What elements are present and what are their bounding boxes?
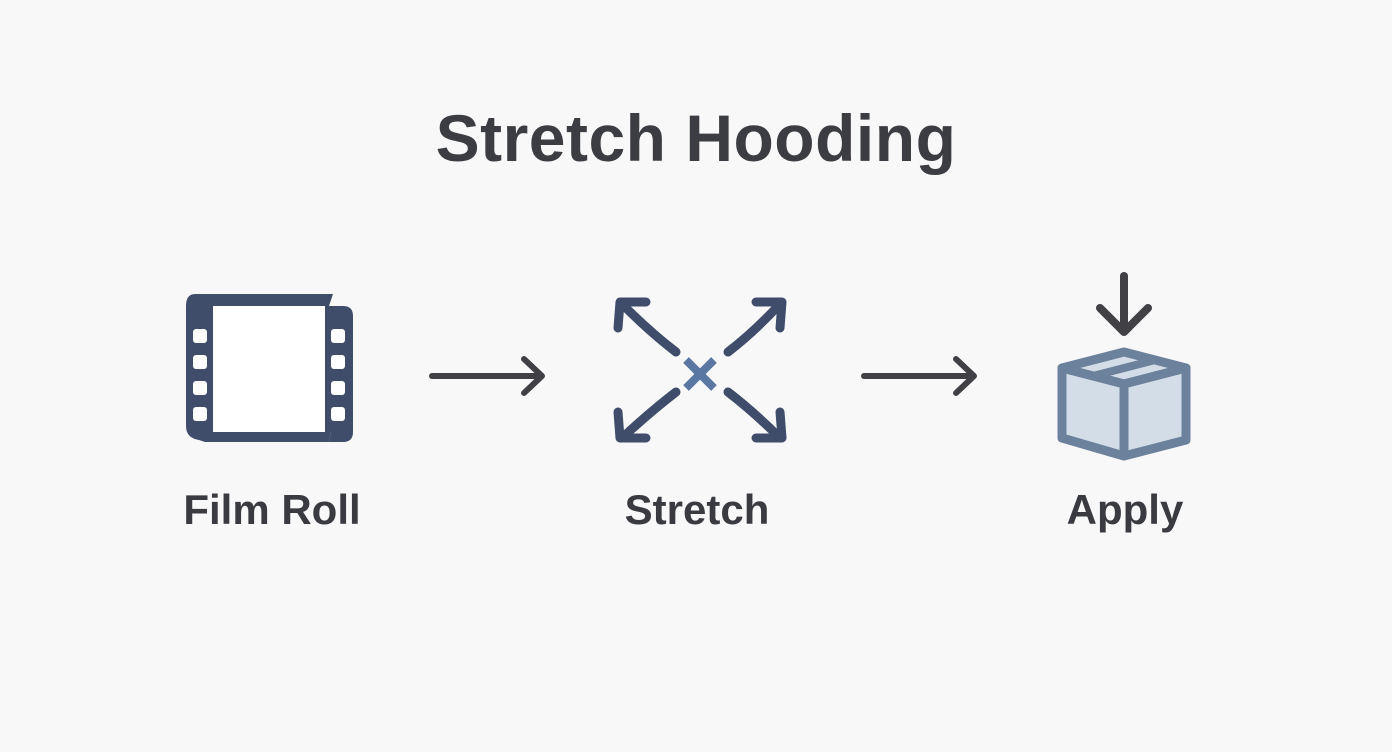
box-with-down-arrow-icon [1052,268,1198,468]
arrow-right-icon [860,353,980,399]
stretch-arrows-icon [610,292,790,448]
step-label-apply: Apply [1066,486,1184,533]
step-label-stretch: Stretch [624,486,770,533]
step-label-film-roll: Film Roll [183,486,361,533]
arrow-right-icon [428,353,548,399]
diagram-title: Stretch Hooding [435,101,957,175]
film-roll-icon [183,292,355,444]
